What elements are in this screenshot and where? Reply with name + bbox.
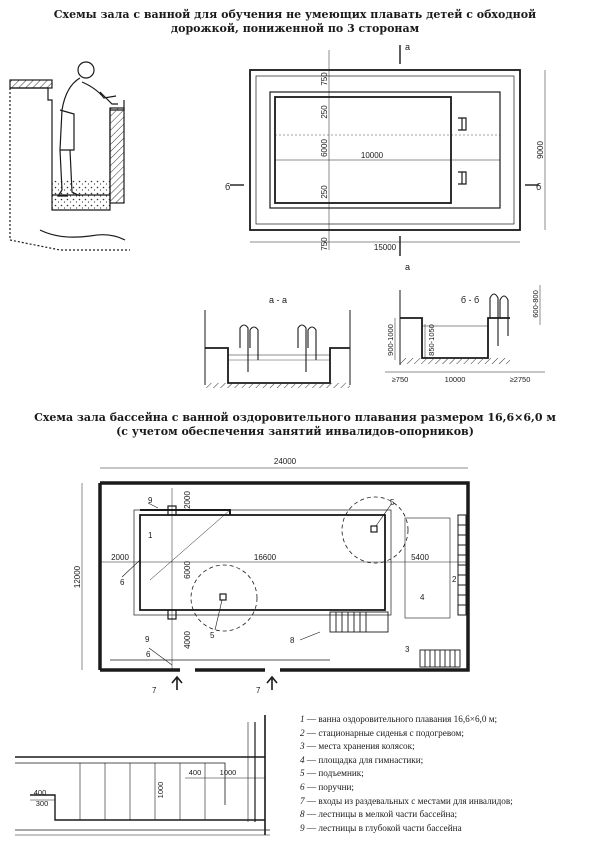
legend-item: 9 — лестницы в глубокой части бассейна bbox=[300, 822, 462, 833]
dim-1000-top: 1000 bbox=[220, 768, 237, 777]
pool-bath-outline bbox=[269, 91, 501, 209]
section-mark-b-right: б bbox=[536, 182, 541, 192]
ladder-icon bbox=[458, 117, 467, 131]
callout-7-left: 7 bbox=[152, 686, 157, 695]
section-aa-label: а - а bbox=[269, 295, 287, 305]
dim-4000: 4000 bbox=[183, 631, 192, 649]
stair-detail bbox=[15, 715, 270, 836]
dim-24000: 24000 bbox=[274, 457, 297, 466]
dim-9000: 9000 bbox=[536, 141, 545, 159]
hall-outline bbox=[249, 69, 521, 231]
dim-400-top: 400 bbox=[189, 768, 202, 777]
dim-10000-section: 10000 bbox=[445, 375, 466, 384]
main-plan-labels: 24000 12000 2000 16600 5400 2000 6000 40… bbox=[73, 457, 457, 695]
dim-5400: 5400 bbox=[411, 553, 429, 562]
dim-750-bottom: 750 bbox=[320, 237, 329, 251]
callout-3: 3 bbox=[405, 645, 410, 654]
callout-7-right: 7 bbox=[256, 686, 261, 695]
dim-400-left: 400 bbox=[34, 788, 47, 797]
top-title: Схемы зала с ванной для обучения не умею… bbox=[53, 8, 537, 35]
top-plan-dimensions: 750 250 6000 250 750 10000 15000 9000 а … bbox=[225, 42, 545, 272]
lift-radius bbox=[190, 564, 258, 632]
section-bb-label: б - б bbox=[461, 295, 479, 305]
ladder-icon bbox=[458, 171, 467, 185]
legend-item: 7 — входы из раздевальных с местами для … bbox=[300, 795, 513, 806]
dim-2000-side: 2000 bbox=[111, 553, 129, 562]
callout-9-bottom: 9 bbox=[145, 635, 150, 644]
top-pool-plan bbox=[230, 45, 546, 256]
callout-5-lower: 5 bbox=[210, 631, 215, 640]
middle-title-line1: Схема зала бассейна с ванной оздоровител… bbox=[34, 411, 556, 424]
gym-area bbox=[404, 517, 451, 619]
legend: 1 — ванна оздоровительного плавания 16,6… bbox=[300, 713, 590, 835]
legend-item: 6 — поручни; bbox=[300, 781, 354, 792]
legend-item: 3 — места хранения колясок; bbox=[300, 741, 415, 752]
dim-12000: 12000 bbox=[73, 565, 82, 588]
legend-item: 2 — стационарные сиденья с подогревом; bbox=[300, 727, 464, 738]
legend-item: 1 — ванна оздоровительного плавания 16,6… bbox=[300, 714, 498, 724]
deep-stair bbox=[167, 609, 177, 620]
dim-850-1050: 850-1050 bbox=[427, 324, 436, 356]
middle-title-line2: (с учетом обеспечения занятий инвалидов-… bbox=[116, 425, 474, 438]
section-mark-b-left: б bbox=[225, 182, 230, 192]
lift-icon bbox=[370, 525, 378, 533]
lift-radius bbox=[341, 496, 409, 564]
entrance-arrow bbox=[266, 675, 278, 690]
shallow-stair bbox=[329, 611, 389, 633]
dim-300: 300 bbox=[36, 799, 49, 808]
dim-750-top: 750 bbox=[320, 72, 329, 86]
pool-bath bbox=[139, 514, 386, 611]
callout-9-top: 9 bbox=[148, 496, 153, 505]
legend-item: 8 — лестницы в мелкой части бассейна; bbox=[300, 809, 458, 820]
deep-stair bbox=[167, 505, 177, 516]
callout-1: 1 bbox=[148, 531, 153, 540]
dim-2750-min: ≥2750 bbox=[510, 375, 531, 384]
dim-15000: 15000 bbox=[374, 243, 397, 252]
lift-icon bbox=[219, 593, 227, 601]
wheelchair-storage bbox=[419, 649, 461, 668]
callout-4: 4 bbox=[420, 593, 425, 602]
section-mark-a-bottom: а bbox=[405, 262, 410, 272]
dim-2000-top: 2000 bbox=[183, 491, 192, 509]
pool-edge-illustration bbox=[9, 61, 130, 251]
entrance-arrow bbox=[171, 675, 183, 690]
section-aa bbox=[204, 310, 351, 388]
callout-6-left: 6 bbox=[120, 578, 125, 587]
dim-6000-main: 6000 bbox=[183, 561, 192, 579]
callout-5-upper: 5 bbox=[390, 498, 395, 507]
legend-item: 5 — подъемник; bbox=[300, 768, 364, 779]
callout-6-bottom: 6 bbox=[146, 650, 151, 659]
section-bb bbox=[385, 285, 545, 373]
stair-detail-dimensions: 400 1000 1000 400 300 bbox=[34, 768, 237, 808]
middle-title: Схема зала бассейна с ванной оздоровител… bbox=[20, 411, 570, 439]
section-bb-dimensions: б - б 600-800 900-1000 850-1050 ≥750 100… bbox=[386, 290, 540, 384]
dim-10000: 10000 bbox=[361, 151, 384, 160]
callout-8: 8 bbox=[290, 636, 295, 645]
dim-250-bottom: 250 bbox=[320, 185, 329, 199]
dim-900-1000: 900-1000 bbox=[386, 324, 395, 356]
dim-16600: 16600 bbox=[254, 553, 277, 562]
legend-item: 4 — площадка для гимнастики; bbox=[300, 754, 424, 765]
dim-250-top: 250 bbox=[320, 105, 329, 119]
section-mark-a-top: а bbox=[405, 42, 410, 52]
dim-600-800: 600-800 bbox=[531, 290, 540, 318]
dim-6000: 6000 bbox=[320, 139, 329, 157]
dim-750-min: ≥750 bbox=[392, 375, 409, 384]
main-pool-plan bbox=[81, 467, 470, 690]
callout-2: 2 bbox=[452, 575, 457, 584]
dim-1000-vertical: 1000 bbox=[156, 782, 165, 799]
heated-seats bbox=[457, 514, 467, 616]
